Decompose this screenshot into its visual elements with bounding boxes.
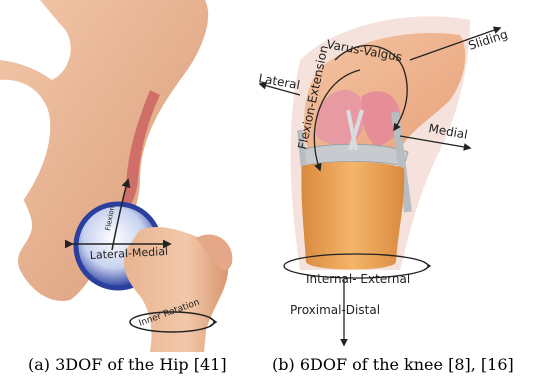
- knee-label-internal-external: Internal- External: [306, 272, 410, 286]
- knee-label-proximal-distal: Proximal-Distal: [290, 303, 380, 317]
- hip-illustration: Flexion Lateral-Medial Inner Rotation: [0, 0, 232, 352]
- knee-illustration: Sliding Varus-Valgus Lateral Flexion-Ext…: [257, 16, 509, 345]
- caption-hip: (a) 3DOF of the Hip [41]: [28, 355, 227, 374]
- caption-knee: (b) 6DOF of the knee [8], [16]: [272, 355, 514, 374]
- knee-tibia: [301, 162, 404, 270]
- knee-label-sliding: Sliding: [467, 27, 510, 53]
- inner-rotation-arrowhead: [210, 318, 216, 326]
